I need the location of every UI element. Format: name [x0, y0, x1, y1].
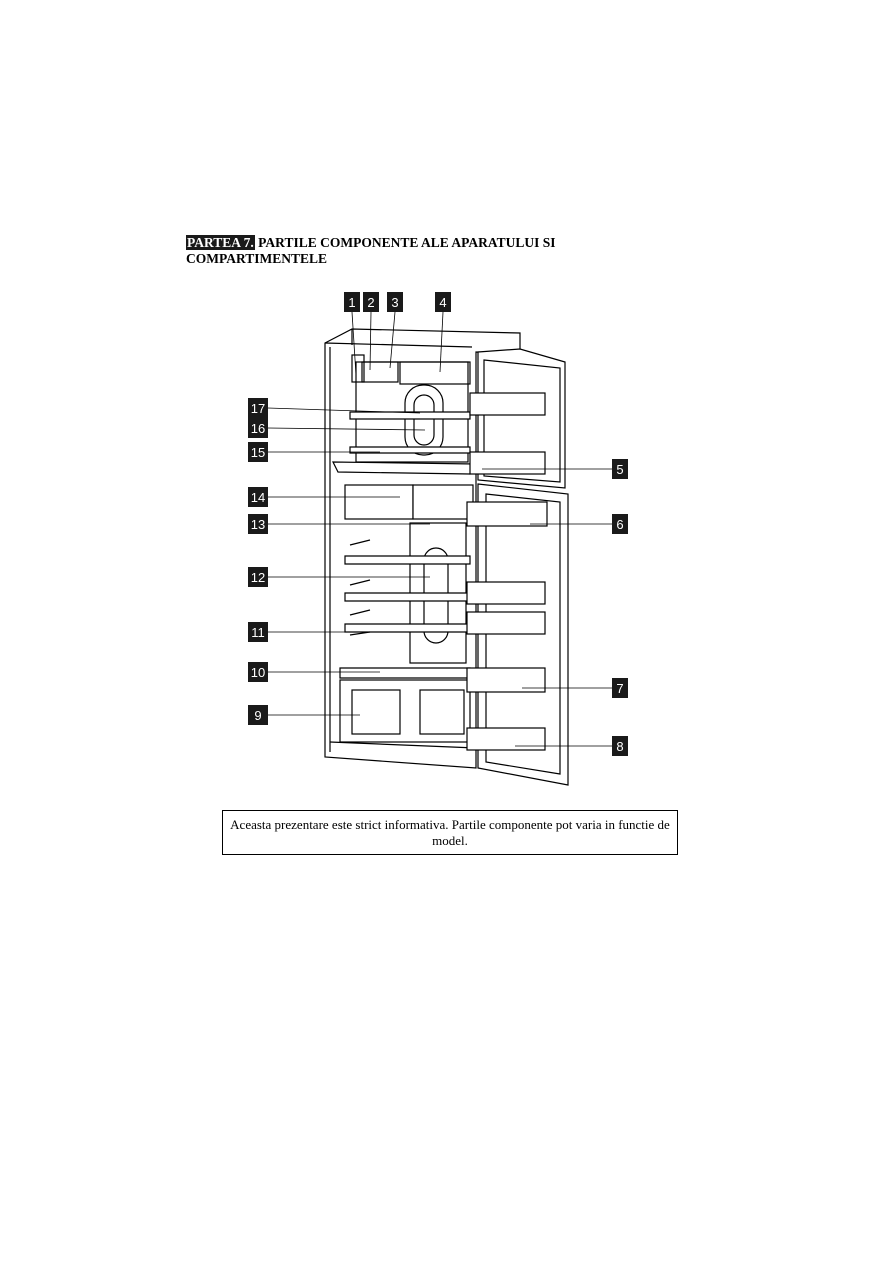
section-title: PARTILE COMPONENTE ALE APARATULUI SI COM…	[186, 235, 556, 266]
svg-text:15: 15	[251, 445, 265, 460]
label-box-14: 14	[248, 487, 268, 507]
svg-text:7: 7	[616, 681, 623, 696]
svg-text:10: 10	[251, 665, 265, 680]
section-heading: PARTEA 7. PARTILE COMPONENTE ALE APARATU…	[186, 235, 606, 267]
svg-text:12: 12	[251, 570, 265, 585]
label-box-5: 5	[612, 459, 628, 479]
section-tag: PARTEA 7.	[186, 235, 255, 250]
label-box-12: 12	[248, 567, 268, 587]
label-box-15: 15	[248, 442, 268, 462]
svg-text:3: 3	[391, 295, 398, 310]
svg-text:4: 4	[439, 295, 446, 310]
label-box-9: 9	[248, 705, 268, 725]
label-box-7: 7	[612, 678, 628, 698]
svg-text:8: 8	[616, 739, 623, 754]
label-box-6: 6	[612, 514, 628, 534]
svg-text:17: 17	[251, 401, 265, 416]
svg-text:14: 14	[251, 490, 265, 505]
label-box-3: 3	[387, 292, 403, 312]
label-box-10: 10	[248, 662, 268, 682]
svg-text:2: 2	[367, 295, 374, 310]
svg-text:11: 11	[251, 625, 265, 640]
label-box-13: 13	[248, 514, 268, 534]
svg-text:13: 13	[251, 517, 265, 532]
svg-text:16: 16	[251, 421, 265, 436]
refrigerator-drawing	[324, 328, 569, 786]
disclaimer-text: Aceasta prezentare este strict informati…	[230, 817, 670, 848]
svg-text:9: 9	[254, 708, 261, 723]
svg-text:6: 6	[616, 517, 623, 532]
label-box-17: 17	[248, 398, 268, 418]
label-box-11: 11	[248, 622, 268, 642]
label-box-4: 4	[435, 292, 451, 312]
label-box-8: 8	[612, 736, 628, 756]
label-box-1: 1	[344, 292, 360, 312]
label-box-16: 16	[248, 418, 268, 438]
leader-lines	[267, 311, 612, 747]
disclaimer-box: Aceasta prezentare este strict informati…	[222, 810, 678, 855]
label-box-2: 2	[363, 292, 379, 312]
svg-text:1: 1	[348, 295, 355, 310]
svg-text:5: 5	[616, 462, 623, 477]
